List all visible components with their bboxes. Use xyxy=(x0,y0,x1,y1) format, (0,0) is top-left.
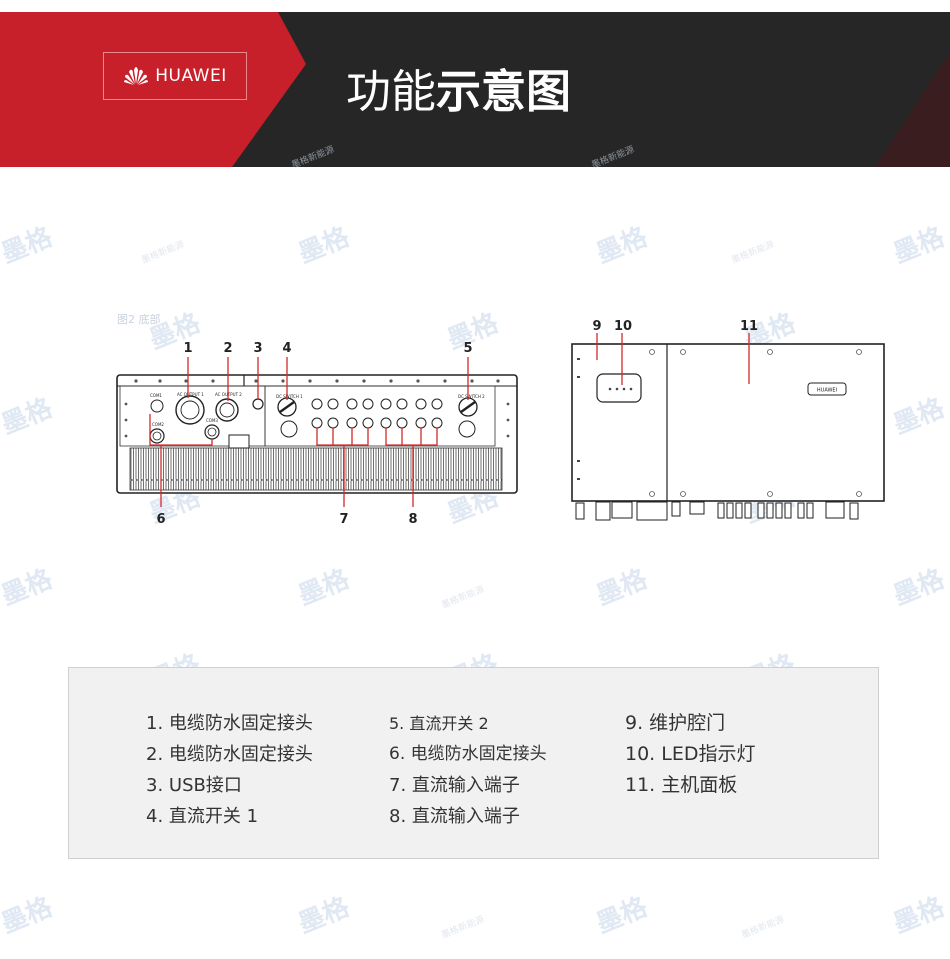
callout-3: 3 xyxy=(253,341,262,356)
legend-item: 7. 直流输入端子 xyxy=(389,775,520,796)
huawei-logo: HUAWEI xyxy=(103,52,247,100)
page-title: 功能示意图 xyxy=(346,62,571,122)
legend-item: 2. 电缆防水固定接头 xyxy=(146,744,313,765)
legend-item: 9. 维护腔门 xyxy=(625,712,726,734)
watermark: 墨格 xyxy=(889,892,949,940)
side-marks xyxy=(577,358,580,480)
left-callout-leaders xyxy=(149,357,469,507)
panel-labels: AC OUTPUT 1 AC OUTPUT 2 DC SWITCH 1 DC S… xyxy=(150,392,485,427)
callout-7: 7 xyxy=(339,512,348,527)
callout-8: 8 xyxy=(408,512,417,527)
front-chassis xyxy=(571,343,885,502)
left-callout-numbers: 1 2 3 4 5 6 7 8 xyxy=(156,341,472,527)
legend-panel: 1. 电缆防水固定接头 2. 电缆防水固定接头 3. USB接口 4. 直流开关… xyxy=(68,667,879,859)
legend-item: 10. LED指示灯 xyxy=(625,743,756,765)
watermark: 墨格 xyxy=(294,892,354,940)
svg-text:DC SWITCH 2: DC SWITCH 2 xyxy=(458,394,485,399)
callout-9: 9 xyxy=(592,319,601,334)
callout-11: 11 xyxy=(740,319,758,334)
header-banner: HUAWEI 功能示意图 xyxy=(0,12,950,167)
huawei-petal-icon xyxy=(124,67,149,85)
svg-text:DC SWITCH 1: DC SWITCH 1 xyxy=(276,394,303,399)
badge-text: HUAWEI xyxy=(817,388,837,394)
callout-2: 2 xyxy=(223,341,232,356)
right-callout-leaders xyxy=(596,333,750,385)
svg-text:COM2: COM2 xyxy=(152,422,164,427)
legend-column-2: 5. 直流开关 2 6. 电缆防水固定接头 7. 直流输入端子 8. 直流输入端… xyxy=(389,708,547,832)
legend-item: 5. 直流开关 2 xyxy=(389,714,489,733)
callout-10: 10 xyxy=(614,319,632,334)
svg-text:AC OUTPUT 2: AC OUTPUT 2 xyxy=(215,392,242,397)
svg-text:AC OUTPUT 1: AC OUTPUT 1 xyxy=(177,392,204,397)
figure-caption: 图2 底部 xyxy=(117,313,161,326)
legend-item: 4. 直流开关 1 xyxy=(146,806,259,827)
legend-column-3: 9. 维护腔门 10. LED指示灯 11. 主机面板 xyxy=(625,708,755,801)
title-bold: 示意图 xyxy=(436,65,572,118)
title-light: 功能 xyxy=(346,65,437,118)
svg-text:COM3: COM3 xyxy=(206,418,218,423)
svg-text:COM1: COM1 xyxy=(150,393,162,398)
legend-item: 3. USB接口 xyxy=(146,775,242,796)
brand-name: HUAWEI xyxy=(155,66,227,86)
led-panel xyxy=(596,373,642,403)
front-screws xyxy=(649,349,862,497)
dc-switches xyxy=(277,397,478,417)
right-callout-numbers: 9 10 11 xyxy=(592,319,758,334)
callout-5: 5 xyxy=(463,341,472,356)
huawei-badge xyxy=(807,382,847,396)
led-indicators xyxy=(608,387,633,391)
ac-glands xyxy=(149,395,476,449)
screw-row xyxy=(124,379,510,438)
heatsink-fins xyxy=(129,447,503,491)
dc-compartment xyxy=(264,385,496,447)
callout-6: 6 xyxy=(156,512,165,527)
callout-4: 4 xyxy=(282,341,291,356)
inverter-diagram: AC OUTPUT 1 AC OUTPUT 2 DC SWITCH 1 DC S… xyxy=(116,319,885,527)
legend-item: 8. 直流输入端子 xyxy=(389,806,520,827)
legend-item: 11. 主机面板 xyxy=(625,774,738,796)
callout-1: 1 xyxy=(183,341,192,356)
banner-red-shape xyxy=(0,12,950,167)
legend-item: 1. 电缆防水固定接头 xyxy=(146,713,313,734)
front-view: HUAWEI 9 10 11 xyxy=(571,319,885,521)
legend-column-1: 1. 电缆防水固定接头 2. 电缆防水固定接头 3. USB接口 4. 直流开关… xyxy=(146,708,313,832)
legend-item: 6. 电缆防水固定接头 xyxy=(389,744,547,764)
watermark-sub: 墨格新能源 xyxy=(740,914,786,941)
bottom-view: AC OUTPUT 1 AC OUTPUT 2 DC SWITCH 1 DC S… xyxy=(116,341,518,527)
watermark-sub: 墨格新能源 xyxy=(440,914,486,941)
bottom-fittings xyxy=(575,501,859,521)
watermark: 墨格 xyxy=(0,892,57,940)
watermark: 墨格 xyxy=(592,892,652,940)
dc-input-terminals xyxy=(311,398,443,429)
